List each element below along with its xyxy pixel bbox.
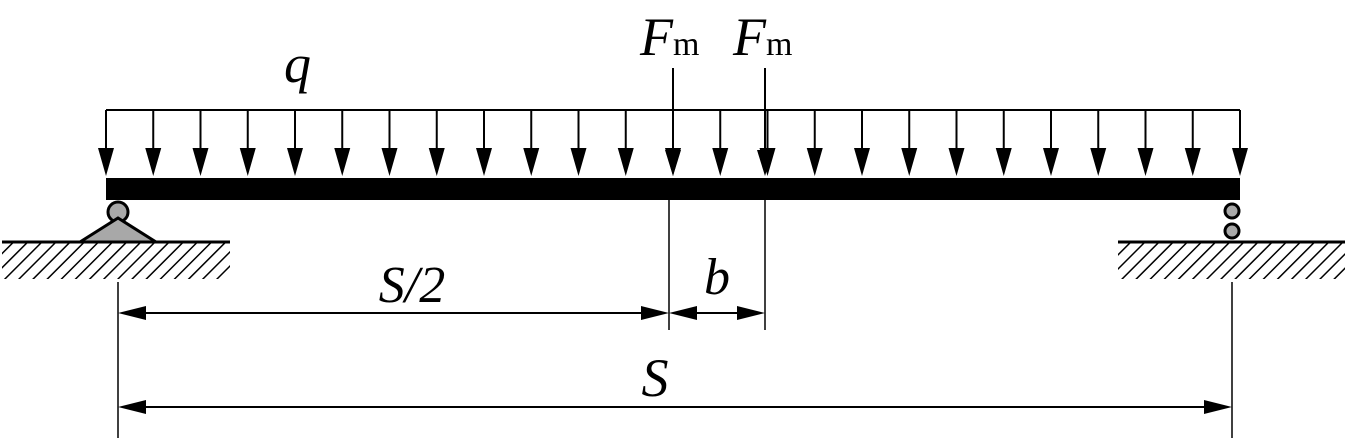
load-arrow <box>806 110 823 176</box>
load-arrow <box>712 110 729 176</box>
load-arrow <box>948 110 965 176</box>
dimension-spacing <box>669 306 765 320</box>
load-arrow <box>287 110 303 176</box>
extension-lines <box>117 200 1233 438</box>
load-arrow <box>1090 110 1107 176</box>
load-arrow <box>995 110 1012 176</box>
load-arrow <box>428 110 445 176</box>
roller-support-icon <box>1223 202 1241 240</box>
load-arrow <box>570 110 587 176</box>
pin-support-icon <box>74 200 162 244</box>
load-arrow <box>192 110 209 176</box>
span-label: S <box>642 348 669 408</box>
half-span-label: S/2 <box>379 257 445 314</box>
dimension-span <box>118 400 1232 414</box>
load-arrow <box>901 110 918 176</box>
load-arrow <box>854 110 870 176</box>
load-arrow <box>617 110 634 176</box>
load-arrow <box>334 110 351 176</box>
load-arrow <box>476 110 492 176</box>
load-arrow <box>1232 110 1248 176</box>
distributed-load <box>98 109 1248 176</box>
load-arrow <box>1184 110 1201 176</box>
spacing-label: b <box>704 249 730 306</box>
load-arrow <box>239 110 256 176</box>
force-label-2: Fm <box>732 7 792 67</box>
load-arrow <box>1137 110 1154 176</box>
load-label: q <box>284 34 311 94</box>
load-arrow <box>145 110 162 176</box>
concentrated-force-2 <box>757 68 773 176</box>
load-arrow <box>381 110 398 176</box>
beam <box>106 178 1240 200</box>
load-arrow <box>1043 110 1059 176</box>
force-label-1: Fm <box>639 7 699 67</box>
load-arrow <box>98 110 114 176</box>
load-arrow <box>523 110 540 176</box>
concentrated-force-1 <box>665 68 681 176</box>
hatched-ground-icon <box>2 240 230 279</box>
dimension-half-span <box>118 306 669 320</box>
hatched-ground-icon <box>1118 240 1345 279</box>
